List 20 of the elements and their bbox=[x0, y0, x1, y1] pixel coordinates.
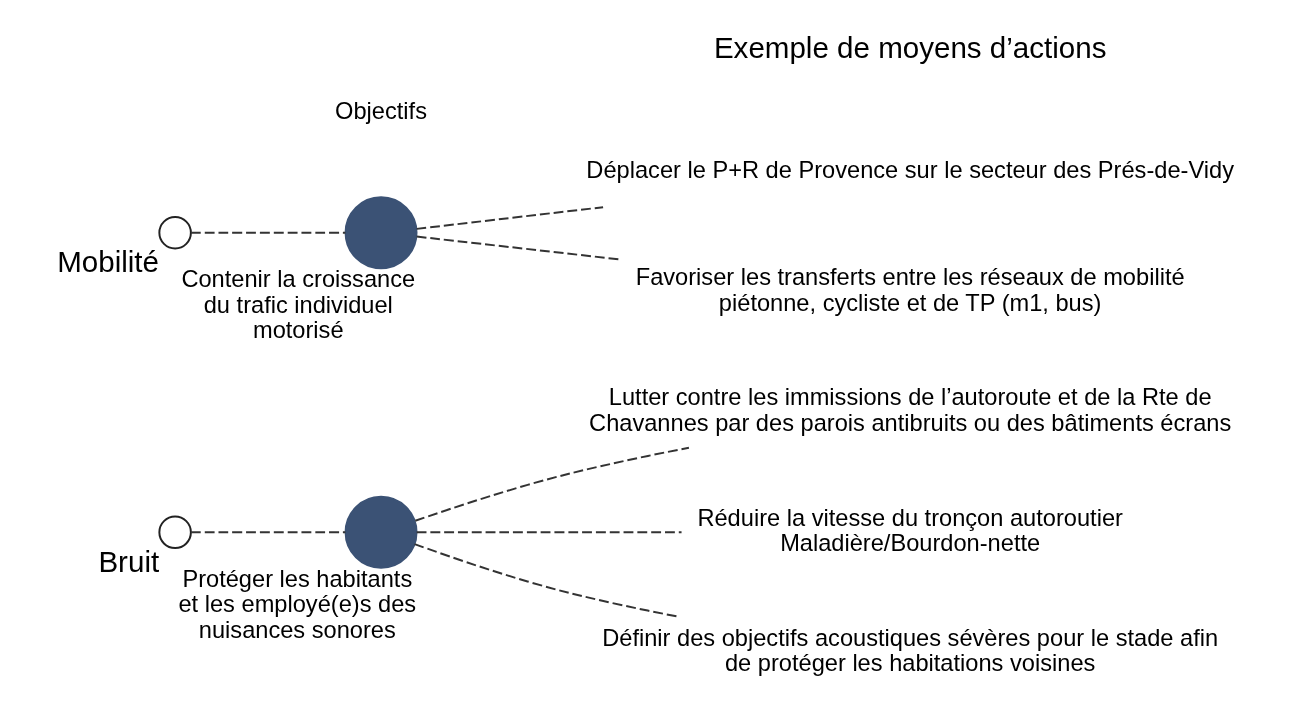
node-text: Lutter contre les immissions de l’autoroute et de la Rte de Chavannes par des parois antibruits ou des bâtiments écrans bbox=[589, 384, 1232, 437]
node-text: Déplacer le P+R de Provence sur le secteur des Prés-de-Vidy bbox=[586, 156, 1234, 183]
connector bbox=[190, 231, 347, 234]
node-circle bbox=[344, 495, 418, 569]
node-circle bbox=[158, 515, 192, 550]
node-circle bbox=[158, 216, 192, 250]
node-label: Mobilité bbox=[57, 245, 160, 279]
connector bbox=[415, 531, 683, 534]
node-label: Contenir la croissance du trafic individuel motorisé bbox=[181, 266, 416, 344]
connector bbox=[414, 446, 690, 522]
node-label: Bruit bbox=[98, 544, 160, 578]
connector bbox=[190, 531, 347, 534]
label: Exemple de moyens d’actions bbox=[713, 31, 1107, 65]
node-text: Définir des objectifs acoustiques sévères pour le stade afin de protéger les habitations voisines bbox=[602, 624, 1219, 677]
label: Objectifs bbox=[335, 97, 428, 124]
node-label: Protéger les habitants et les employé(e)s des nuisances sonores bbox=[178, 565, 417, 643]
node-text: Favoriser les transferts entre les réseaux de mobilité piétonne, cycliste et de TP (m1, bus) bbox=[635, 264, 1185, 316]
connector bbox=[415, 206, 605, 230]
node-circle bbox=[344, 196, 418, 270]
node-text: Réduire la vitesse du tronçon autoroutier Maladière/Bourdon-nette bbox=[697, 504, 1123, 557]
